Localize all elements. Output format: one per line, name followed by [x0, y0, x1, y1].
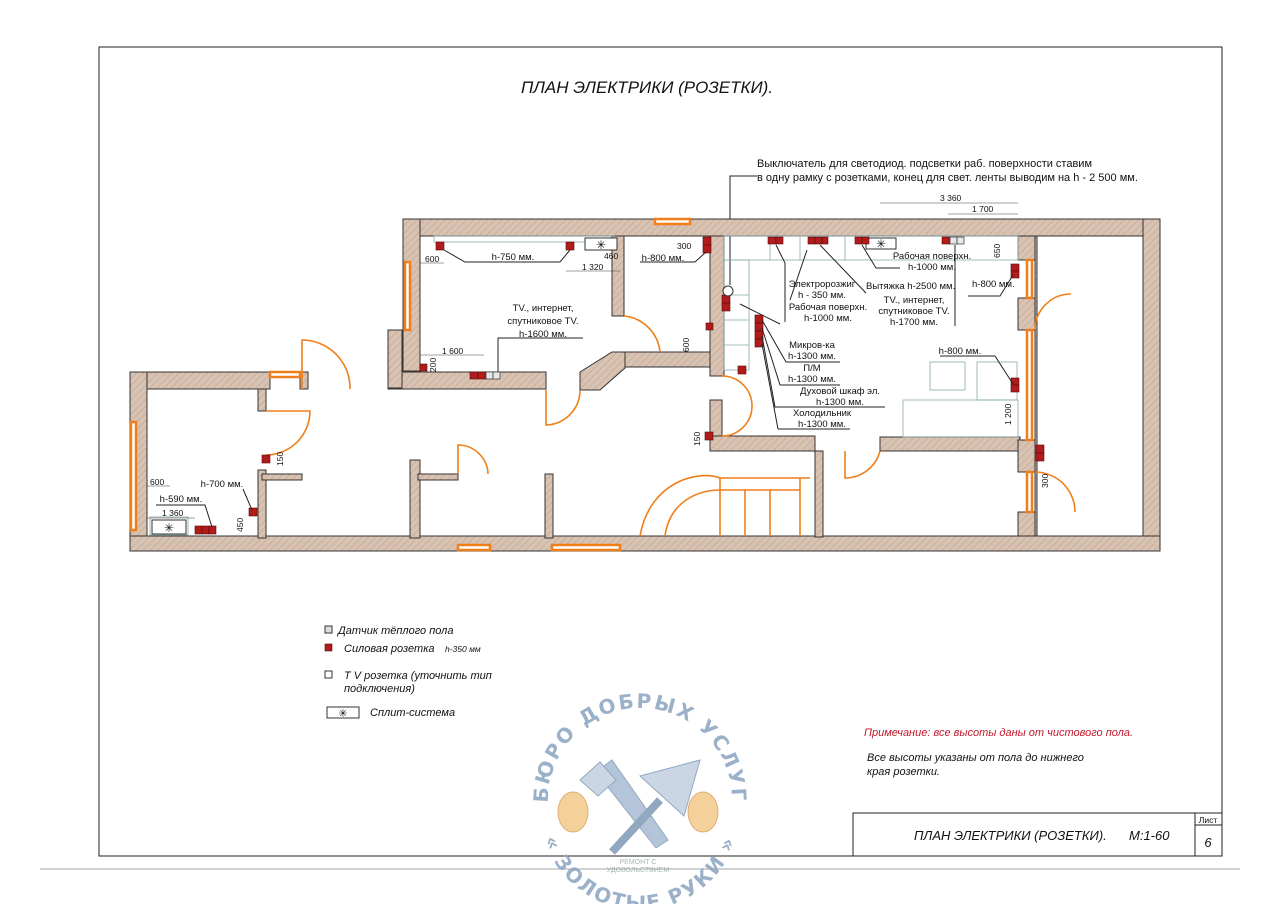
label-oven-l1: Духовой шкаф эл.: [800, 386, 880, 397]
title-block-name: ПЛАН ЭЛЕКТРИКИ (РОЗЕТКИ).: [914, 828, 1107, 843]
label-microwave-l2: h-1300 мм.: [788, 351, 836, 362]
company-logo-watermark: БЮРО ДОБРЫХ УСЛУГ « ЗОЛОТЫЕ РУКИ » РЕМОН…: [529, 689, 752, 904]
power-socket-icon: [324, 643, 333, 652]
dim-300-b: 300: [1040, 474, 1050, 488]
dim-460: 460: [604, 251, 618, 261]
svg-text:✳: ✳: [164, 521, 174, 535]
label-tv2-l2: спутниковое TV.: [878, 306, 949, 317]
dim-300: 300: [677, 241, 691, 251]
sheet-label: Лист: [1199, 815, 1218, 825]
label-h590: h-590 мм.: [160, 494, 203, 505]
legend-label-socket-height: h-350 мм: [445, 644, 481, 654]
label-tv2-l1: TV., интернет,: [884, 295, 945, 306]
plan-labels: h-750 мм. 600 460 1 320 300 h-800 мм. TV…: [150, 193, 1050, 532]
note-line2: края розетки.: [867, 766, 940, 778]
label-h800-a: h-800 мм.: [642, 253, 685, 264]
dim-150-b: 150: [692, 432, 702, 446]
split-system-icon: [326, 706, 360, 719]
label-work1-l2: h-1000 мм.: [908, 262, 956, 273]
dim-450: 450: [235, 518, 245, 532]
label-h800-c: h-800 мм.: [939, 346, 982, 357]
dimension-lines: [147, 202, 1018, 519]
dim-600-b: 600: [681, 338, 691, 352]
dim-650: 650: [992, 244, 1002, 258]
legend-label-split: Сплит-система: [370, 707, 455, 719]
label-fridge-l1: Холодильник: [793, 408, 852, 419]
dim-600-c: 600: [150, 477, 164, 487]
logo-slogan-2: УДОВОЛЬСТВИЕМ: [607, 867, 670, 874]
note-line1: Все высоты указаны от пола до нижнего: [867, 752, 1084, 764]
power-sockets: [194, 236, 1045, 535]
logo-slogan-1: РЕМОНТ С: [620, 859, 657, 866]
legend-label-socket: Силовая розетка: [344, 643, 435, 655]
legend: Датчик тёплого пола Силовая розетка h-35…: [324, 625, 492, 720]
label-work1-l1: Рабочая поверхн.: [893, 251, 971, 262]
svg-text:✳: ✳: [876, 237, 886, 251]
label-h750: h-750 мм.: [492, 252, 535, 263]
walls: [129, 218, 1161, 552]
brush-trowel-icon: [579, 759, 701, 855]
top-note-line1: Выключатель для светодиод. подсветки раб…: [757, 158, 1092, 170]
label-ignition-l1: Электророзжиг: [789, 279, 856, 290]
windows: [129, 217, 1034, 552]
label-work2-l1: Рабочая поверхн.: [789, 302, 867, 313]
top-note: Выключатель для светодиод. подсветки раб…: [729, 158, 1138, 285]
top-note-line2: в одну рамку с розетками, конец для свет…: [757, 172, 1138, 184]
doors: [265, 293, 1076, 537]
floor-heating-sensor-icon: [324, 625, 333, 634]
switch-icon: [722, 285, 734, 297]
legend-label-tv-2: подключения): [344, 683, 415, 695]
dim-200: 200: [428, 358, 438, 372]
dim-1200: 1 200: [1003, 403, 1013, 425]
dim-150-a: 150: [275, 452, 285, 466]
drawing-frame: [98, 46, 1223, 857]
tv-socket-icon: [324, 670, 333, 679]
note-red: Примечание: все высоты даны от чистового…: [864, 727, 1133, 739]
dim-1700: 1 700: [972, 204, 994, 214]
sheet-number: 6: [1204, 835, 1212, 850]
label-hood: Вытяжка h-2500 мм.: [866, 281, 955, 292]
label-work2-l2: h-1000 мм.: [804, 313, 852, 324]
legend-label-sensor: Датчик тёплого пола: [336, 625, 453, 637]
label-tv1-l2: спутниковое TV.: [507, 316, 578, 327]
label-fridge-l2: h-1300 мм.: [798, 419, 846, 430]
label-tv1-l3: h-1600 мм.: [519, 329, 567, 340]
label-tv1-l1: TV., интернет,: [513, 303, 574, 314]
dim-600: 600: [425, 254, 439, 264]
legend-label-tv: T V розетка (уточнить тип: [344, 670, 492, 682]
tv-sockets: [485, 236, 965, 380]
dim-1360: 1 360: [162, 508, 184, 518]
split-system-icons: ✳ ✳ ✳: [151, 237, 897, 535]
page-title: ПЛАН ЭЛЕКТРИКИ (РОЗЕТКИ).: [521, 78, 773, 97]
label-tv2-l3: h-1700 мм.: [890, 317, 938, 328]
dim-3360: 3 360: [940, 193, 962, 203]
dim-1600: 1 600: [442, 346, 464, 356]
label-h700: h-700 мм.: [201, 479, 244, 490]
leader-lines: [156, 244, 1014, 528]
label-dishwasher-l2: h-1300 мм.: [788, 374, 836, 385]
svg-text:✳: ✳: [596, 238, 606, 252]
title-block-scale: М:1-60: [1129, 828, 1170, 843]
top-note-leader: [729, 175, 757, 285]
label-microwave-l1: Микров-ка: [789, 340, 836, 351]
label-ignition-l2: h - 350 мм.: [798, 290, 846, 301]
label-oven-l2: h-1300 мм.: [816, 397, 864, 408]
thumbs-up-icon: [557, 791, 719, 833]
svg-text:БЮРО ДОБРЫХ УСЛУГ: БЮРО ДОБРЫХ УСЛУГ: [529, 689, 752, 804]
label-dishwasher-l1: П/М: [803, 363, 820, 374]
dim-1320: 1 320: [582, 262, 604, 272]
label-h800-b: h-800 мм.: [972, 279, 1015, 290]
title-block: ПЛАН ЭЛЕКТРИКИ (РОЗЕТКИ). М:1-60 Лист 6: [852, 812, 1223, 857]
svg-text:✳: ✳: [338, 708, 347, 720]
